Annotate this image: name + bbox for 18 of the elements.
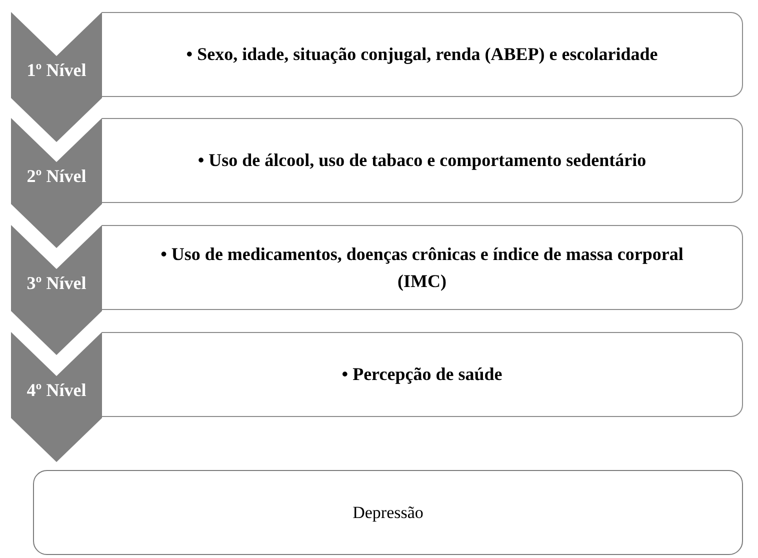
bullet-text: • Uso de medicamentos, doenças crônicas e índice de massa corporal (IMC) xyxy=(160,242,684,293)
content-box xyxy=(102,118,743,203)
level-label: 3º Nível xyxy=(26,273,88,294)
outcome-label: Depressão xyxy=(352,502,424,522)
chevron-shape xyxy=(11,225,102,355)
level-label: 2º Nível xyxy=(26,166,88,187)
content-box xyxy=(102,12,743,97)
bullet-text: • Uso de álcool, uso de tabaco e comportamento sedentário xyxy=(198,149,646,172)
content-box xyxy=(102,225,743,310)
chevron-shape xyxy=(11,12,102,142)
chevron-shape xyxy=(11,332,102,462)
content-box xyxy=(102,332,743,417)
bullet-text: • Percepção de saúde xyxy=(342,363,502,386)
level-label: 1º Nível xyxy=(26,60,88,81)
bullet-text: • Sexo, idade, situação conjugal, renda (ABEP) e escolaridade xyxy=(186,43,658,66)
chevron-shape xyxy=(11,118,102,248)
outcome-box xyxy=(33,470,743,555)
level-label: 4º Nível xyxy=(26,380,88,401)
